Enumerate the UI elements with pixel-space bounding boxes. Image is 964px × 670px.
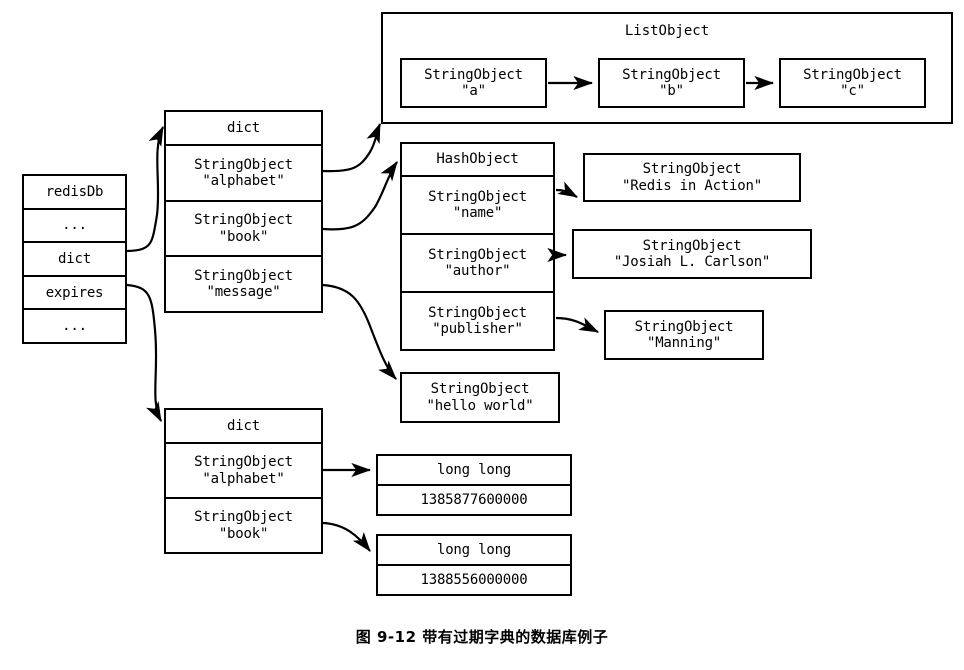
hash-value-manning: StringObject "Manning" [604,310,764,360]
arrow-expires-book-to-value [322,521,371,552]
hash-object-field-author: StringObject "author" [402,233,553,291]
expires-dict-entry-book: StringObject "book" [166,497,321,552]
hash-value-redis-in-action: StringObject "Redis in Action" [583,153,801,202]
message-value-cell: StringObject "hello world" [402,374,558,421]
main-dict-header: dict [227,119,260,136]
expires-entry-book-value: "book" [218,525,269,542]
expires-value-book-node: long long 1388556000000 [376,534,572,596]
list-item-a-cell: StringObject "a" [402,60,545,106]
hash-object-node: HashObject StringObject "name" StringObj… [400,142,555,351]
hash-value-name-cell: StringObject "Redis in Action" [585,155,799,200]
hash-value-author-type: StringObject [642,237,742,254]
expires-dict-header: dict [227,417,260,434]
expires-value-book-value: 1388556000000 [378,564,570,594]
list-object-title: ListObject [624,23,710,39]
list-item-b-cell: StringObject "b" [600,60,743,106]
hash-value-publisher-type: StringObject [634,318,734,335]
hash-object-header: HashObject [436,151,519,168]
redisdb-row-ellipsis-bottom: ... [24,308,125,342]
redisdb-row-ellipsis-top: ... [24,207,125,242]
expires-entry-book-type: StringObject [194,509,293,526]
arrow-message-to-hello-world [322,283,397,380]
hash-object-field-name: StringObject "name" [402,175,553,233]
list-object-item-b: StringObject "b" [598,58,745,108]
main-dict-entry-alphabet-value: "alphabet" [202,172,285,189]
hash-value-publisher-cell: StringObject "Manning" [606,312,762,358]
hash-field-publisher-value: "publisher" [432,321,523,337]
hash-field-author-type: StringObject [428,246,527,263]
hash-field-publisher-type: StringObject [428,304,527,321]
main-dict-entry-book-type: StringObject [194,212,293,229]
expires-dict-node: dict StringObject "alphabet" StringObjec… [164,408,323,554]
main-dict-entry-alphabet-type: StringObject [194,156,293,173]
expires-value-alphabet-type: long long [436,461,512,478]
list-object-item-a: StringObject "a" [400,58,547,108]
hash-field-name-value: "name" [452,205,503,221]
message-value-node: StringObject "hello world" [400,372,560,423]
hash-value-name-value: "Redis in Action" [622,177,762,194]
expires-value-book-type: long long [436,541,512,558]
list-item-c-cell: StringObject "c" [781,60,924,106]
message-value-type: StringObject [430,381,530,398]
hash-field-name-type: StringObject [428,188,527,205]
main-dict-entry-message-type: StringObject [194,268,293,285]
main-dict-entry-book: StringObject "book" [166,199,321,256]
list-item-b-value: "b" [659,83,684,99]
list-item-c-type: StringObject [803,66,902,83]
hash-value-author-value: "Josiah L. Carlson" [613,254,771,270]
arrow-alphabet-to-list-object [322,122,382,173]
hash-value-author-cell: StringObject "Josiah L. Carlson" [574,231,810,277]
message-value-value: "hello world" [426,397,534,414]
figure-caption: 图 9-12 带有过期字典的数据库例子 [355,628,609,646]
hash-value-name-type: StringObject [642,161,742,178]
main-dict-entry-message-value: "message" [206,284,281,301]
main-dict-entry-message: StringObject "message" [166,255,321,311]
hash-field-author-value: "author" [444,263,511,279]
list-item-b-type: StringObject [622,66,721,83]
redisdb-row-expires: expires [24,274,125,309]
hash-value-josiah-carlson: StringObject "Josiah L. Carlson" [572,229,812,279]
redisdb-node: redisDb ... dict expires ... [22,174,127,344]
hash-object-field-publisher: StringObject "publisher" [402,291,553,349]
main-dict-entry-book-value: "book" [218,228,269,245]
expires-entry-alphabet-value: "alphabet" [202,470,285,487]
arrow-hash-name-to-value [555,181,578,198]
redisdb-row-name: redisDb [45,183,104,200]
expires-entry-alphabet-type: StringObject [194,454,293,471]
main-dict-entry-alphabet: StringObject "alphabet" [166,144,321,200]
expires-value-alphabet-value: 1385877600000 [378,484,570,514]
list-object-item-c: StringObject "c" [779,58,926,108]
main-dict-node: dict StringObject "alphabet" StringObjec… [164,110,323,313]
arrow-redisdb-expires-to-expires-dict [126,283,162,422]
arrow-book-to-hash-object [322,161,398,231]
arrow-hash-publisher-to-value [555,316,599,333]
redisdb-row-dict: dict [24,241,125,275]
hash-value-publisher-value: "Manning" [646,335,722,351]
expires-dict-entry-alphabet: StringObject "alphabet" [166,442,321,497]
list-item-a-value: "a" [461,83,486,99]
list-item-a-type: StringObject [424,66,523,83]
arrow-redisdb-dict-to-main-dict [126,126,164,253]
expires-value-alphabet-node: long long 1385877600000 [376,454,572,516]
list-item-c-value: "c" [840,83,865,99]
